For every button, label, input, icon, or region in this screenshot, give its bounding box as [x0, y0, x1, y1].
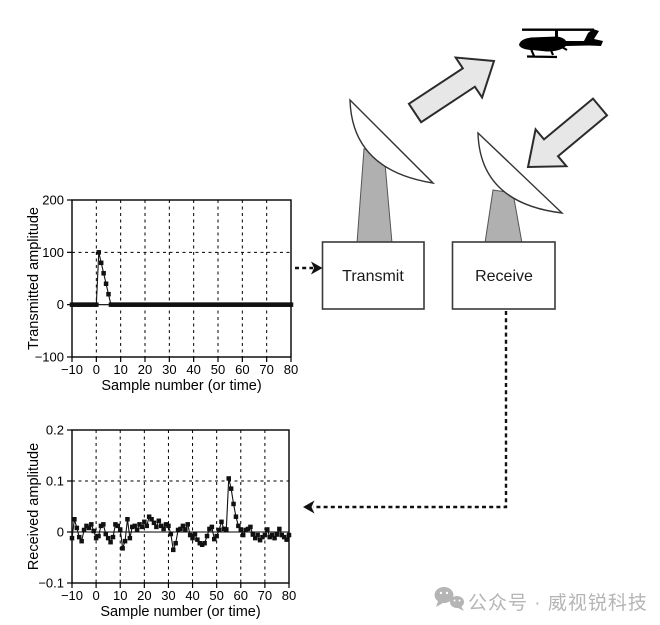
watermark-text: 公众号 · 威视锐科技: [468, 592, 648, 614]
satellite-dish-icon: [477, 131, 565, 214]
svg-text:0.2: 0.2: [46, 423, 64, 438]
block-arrow-up-right-icon: [407, 56, 496, 124]
svg-text:60: 60: [234, 588, 248, 603]
helicopter-icon: [519, 28, 603, 59]
receive-box: [451, 241, 556, 310]
svg-text:40: 40: [185, 588, 199, 603]
svg-text:30: 30: [161, 588, 175, 603]
data-series-line: [72, 252, 291, 306]
y-axis-label: Transmitted amplitude: [26, 207, 42, 350]
transmit-box: [321, 241, 425, 310]
y-axis-label: Received amplitude: [26, 443, 42, 570]
svg-text:50: 50: [209, 588, 223, 603]
receive-box-label: Receive: [475, 268, 533, 285]
svg-text:10: 10: [113, 362, 127, 377]
svg-text:20: 20: [137, 588, 151, 603]
receive-connector-arrow: [303, 311, 508, 514]
svg-text:−0.1: −0.1: [38, 576, 64, 591]
svg-text:30: 30: [162, 362, 176, 377]
svg-text:0.1: 0.1: [46, 474, 64, 489]
transmit-box-label: Transmit: [342, 268, 404, 285]
svg-text:10: 10: [113, 588, 127, 603]
svg-text:0: 0: [57, 525, 64, 540]
x-axis-label: Sample number (or time): [100, 604, 260, 620]
svg-text:0: 0: [57, 297, 64, 312]
svg-text:70: 70: [259, 362, 273, 377]
svg-text:100: 100: [42, 245, 64, 260]
svg-text:40: 40: [186, 362, 200, 377]
svg-text:0: 0: [92, 588, 99, 603]
wechat-icon: [434, 587, 464, 611]
svg-text:70: 70: [258, 588, 272, 603]
satellite-dish-icon: [349, 98, 436, 185]
svg-text:20: 20: [138, 362, 152, 377]
svg-text:50: 50: [211, 362, 225, 377]
block-arrow-down-left-icon: [526, 97, 609, 169]
svg-text:200: 200: [42, 193, 64, 208]
svg-text:0: 0: [93, 362, 100, 377]
svg-text:80: 80: [284, 362, 298, 377]
x-axis-label: Sample number (or time): [101, 378, 261, 394]
svg-text:−10: −10: [61, 588, 83, 603]
transmit-connector-arrow: [295, 261, 323, 275]
svg-text:−10: −10: [61, 362, 83, 377]
svg-text:60: 60: [235, 362, 249, 377]
svg-text:−100: −100: [35, 350, 64, 365]
svg-text:80: 80: [282, 588, 296, 603]
